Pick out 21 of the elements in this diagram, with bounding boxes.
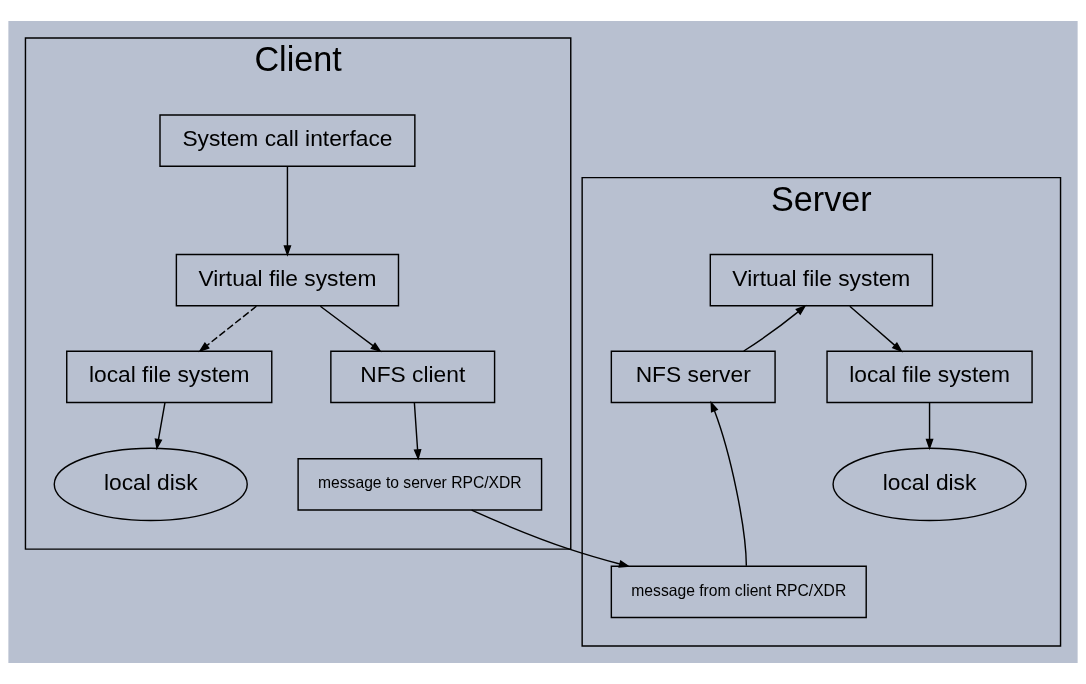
node-box: local file system [826, 350, 1033, 404]
arrow [849, 305, 903, 353]
node-box: NFS server [610, 350, 776, 404]
arrow [743, 304, 807, 352]
node-box: Virtual file system [175, 253, 400, 307]
arrow [413, 401, 422, 461]
node-ellipse: local disk [53, 447, 248, 522]
arrow [925, 401, 934, 451]
node-box: NFS client [330, 350, 496, 404]
arrow [710, 400, 748, 567]
arrow [470, 509, 631, 568]
arrow [198, 305, 258, 353]
node-box: System call interface [159, 114, 416, 167]
node-ellipse: local disk [832, 447, 1027, 522]
node-box: local file system [66, 350, 273, 404]
node-box: message from client RPC/XDR [610, 565, 867, 619]
arrow [319, 305, 382, 353]
node-box: Virtual file system [709, 253, 934, 307]
node-box: message to server RPC/XDR [297, 458, 543, 511]
arrow [154, 401, 166, 451]
arrow [283, 165, 292, 257]
